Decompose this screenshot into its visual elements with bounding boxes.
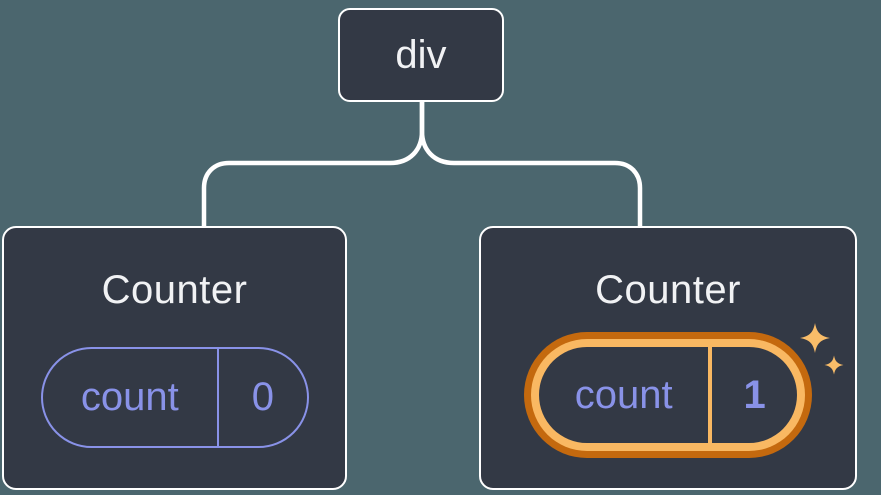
state-key-label: count: [574, 372, 673, 417]
root-node-div: div: [338, 8, 504, 102]
state-value: 0: [251, 375, 274, 419]
root-node-label: div: [395, 33, 447, 77]
state-pill-gold-ring: count 1: [531, 339, 805, 451]
sparkle-small: [824, 355, 844, 375]
connector-left-branch: [201, 100, 425, 228]
state-pill-highlighted: count 1: [539, 347, 797, 443]
state-value: 1: [743, 372, 766, 417]
counter-node-right: Counter count 1: [479, 226, 857, 490]
counter-title: Counter: [101, 268, 248, 312]
connector-right-branch: [419, 100, 643, 228]
sparkle-large: [800, 323, 830, 353]
state-pill: count 0: [40, 347, 309, 448]
state-key-label: count: [80, 375, 179, 419]
state-pill-divider: [217, 349, 220, 446]
sparkles-icon: [800, 323, 844, 375]
state-pill-highlight-ring: count 1: [524, 332, 812, 458]
counter-title: Counter: [595, 268, 741, 312]
state-pill-divider: [708, 347, 713, 443]
counter-node-left: Counter count 0: [2, 226, 347, 490]
